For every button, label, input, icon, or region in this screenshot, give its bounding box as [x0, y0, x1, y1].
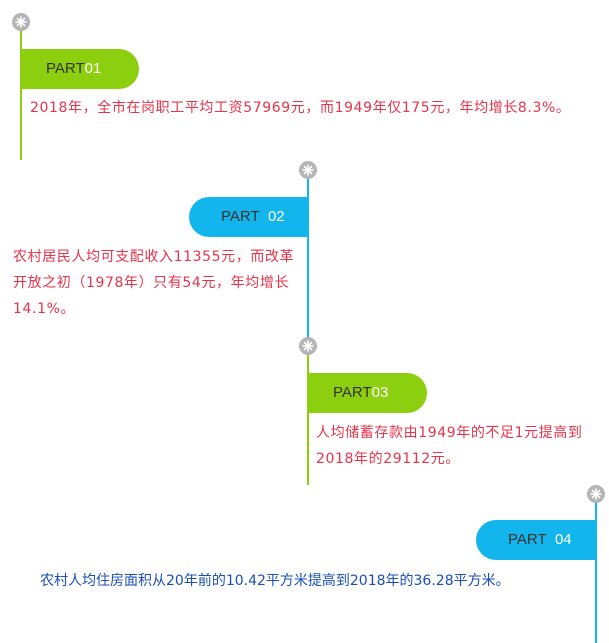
asterisk-node-icon [299, 161, 317, 179]
part-number: 04 [554, 531, 572, 548]
section-2-text: 农村居民人均可支配收入11355元，而改革开放之初（1978年）只有54元，年均… [13, 249, 295, 317]
part-label: PART [333, 384, 372, 401]
part-label: PART [46, 60, 85, 77]
section-3-text: 人均储蓄存款由1949年的不足1元提高到2018年的29112元。 [316, 425, 583, 467]
asterisk-node-icon [587, 485, 605, 503]
part-number: 02 [267, 208, 285, 225]
timeline-line-2 [307, 178, 309, 340]
part-03-tag: PART03 [307, 373, 427, 413]
part-number: 01 [84, 60, 102, 77]
timeline-line-3 [307, 355, 309, 485]
part-number: 03 [371, 384, 389, 401]
asterisk-node-icon [12, 13, 30, 31]
part-01-tag: PART01 [20, 49, 139, 89]
asterisk-node-icon [299, 337, 317, 355]
timeline-line-4 [595, 502, 597, 643]
part-label: PART [508, 531, 547, 548]
part-label: PART [221, 208, 260, 225]
part-02-tag: PART 02 [189, 197, 307, 237]
timeline-line-1 [20, 30, 22, 160]
part-04-tag: PART 04 [476, 520, 595, 560]
section-4-text: 农村人均住房面积从20年前的10.42平方米提高到2018年的36.28平方米。 [40, 573, 510, 589]
section-1-text: 2018年，全市在岗职工平均工资57969元，而1949年仅175元，年均增长8… [30, 100, 571, 116]
